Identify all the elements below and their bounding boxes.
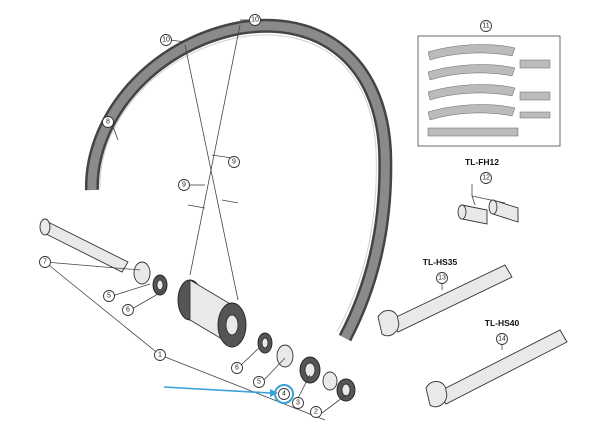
callout-13: 13	[436, 272, 448, 284]
spokes	[184, 24, 241, 301]
rim	[84, 18, 393, 342]
callout-3: 3	[292, 397, 304, 409]
decal-graphics	[427, 44, 551, 137]
callout-6b: 6	[231, 362, 243, 374]
callout-1: 1	[154, 349, 166, 361]
svg-text:5: 5	[257, 379, 261, 386]
tool-label-tl-fh12: TL-FH12	[465, 157, 499, 167]
tl-hs35-spanner	[377, 264, 513, 337]
callout-6a: 6	[122, 304, 134, 316]
svg-text:3: 3	[296, 400, 300, 407]
tool-label-tl-hs35: TL-HS35	[423, 257, 458, 267]
callout-5b: 5	[253, 376, 265, 388]
callout-8: 8	[102, 116, 114, 128]
svg-text:4: 4	[282, 391, 286, 398]
decal-sheet	[417, 35, 561, 147]
callout-11: 11	[480, 20, 492, 32]
leader-lines	[44, 19, 347, 421]
left-bearing-parts	[133, 261, 168, 296]
svg-text:1: 1	[158, 352, 162, 359]
svg-text:7: 7	[43, 259, 47, 266]
right-bearing-parts	[257, 332, 356, 402]
axle	[39, 218, 129, 273]
svg-text:9: 9	[232, 159, 236, 166]
callout-10b: 10	[249, 14, 261, 26]
callout-14: 14	[496, 333, 508, 345]
svg-text:2: 2	[314, 409, 318, 416]
callout-12: 12	[480, 172, 492, 184]
svg-text:5: 5	[107, 293, 111, 300]
svg-text:6: 6	[126, 307, 130, 314]
callout-2: 2	[310, 406, 322, 418]
tool-label-tl-hs40: TL-HS40	[485, 318, 520, 328]
svg-text:14: 14	[498, 336, 506, 343]
callout-9b: 9	[178, 179, 190, 191]
highlight-arrow	[163, 384, 294, 404]
tl-fh12-tool	[457, 184, 519, 225]
tl-hs40-spanner	[425, 329, 568, 408]
svg-text:13: 13	[438, 275, 446, 282]
svg-text:6: 6	[235, 365, 239, 372]
svg-text:10: 10	[162, 37, 170, 44]
svg-text:11: 11	[482, 23, 489, 30]
svg-text:10: 10	[251, 17, 259, 24]
callout-5a: 5	[103, 290, 115, 302]
svg-text:9: 9	[182, 182, 186, 189]
hub-body	[177, 279, 247, 348]
callout-7: 7	[39, 256, 51, 268]
svg-text:12: 12	[482, 175, 490, 182]
callout-4: 4	[278, 388, 290, 400]
svg-text:8: 8	[106, 119, 110, 126]
callout-9a: 9	[228, 156, 240, 168]
callout-10a: 10	[160, 34, 172, 46]
